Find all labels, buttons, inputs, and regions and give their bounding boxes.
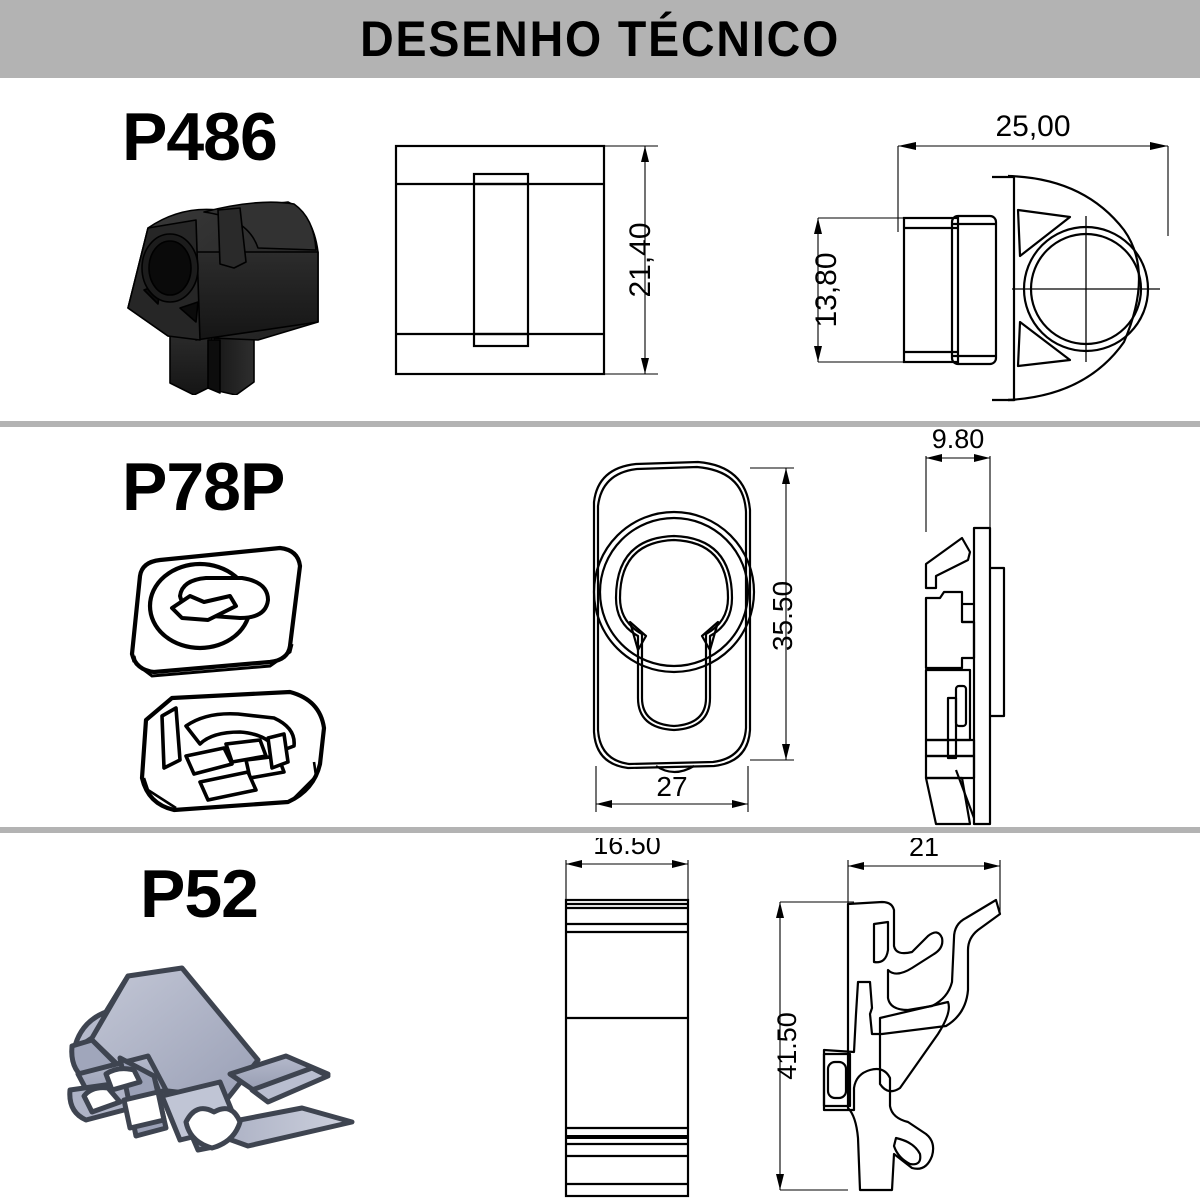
dimension-label-3550: 35.50 (767, 581, 798, 651)
part-code-p78p: P78P (122, 449, 285, 525)
drawing-p78p-side-view: 9.80 (900, 428, 1100, 828)
model-render-p486 (108, 190, 338, 395)
section-divider-1 (0, 421, 1200, 427)
page-title: DESENHO TÉCNICO (359, 11, 841, 67)
dimension-label-27: 27 (656, 771, 687, 802)
drawing-p486-side-view: 25,00 13,80 (786, 104, 1196, 404)
header-banner: DESENHO TÉCNICO (0, 0, 1200, 78)
dimension-label-1650: 16.50 (593, 838, 661, 860)
dimension-label-980: 9.80 (932, 428, 985, 454)
dimension-label-21: 21 (909, 838, 939, 862)
model-render-p78p-top (112, 538, 332, 678)
dimension-label-2500: 25,00 (995, 110, 1070, 143)
section-divider-2 (0, 827, 1200, 833)
drawing-p52-profile-view: 21 41.50 (762, 838, 1192, 1200)
dimension-label-1380: 13,80 (810, 252, 843, 327)
model-render-p78p-bottom (128, 686, 338, 816)
drawing-p486-front-view: 21,40 (386, 136, 696, 386)
drawing-p52-front-view: 16.50 (528, 838, 728, 1200)
dimension-label-2140: 21,40 (624, 222, 657, 297)
model-render-p52 (62, 950, 382, 1160)
part-code-p486: P486 (122, 99, 278, 175)
dimension-label-4150: 41.50 (772, 1012, 802, 1080)
drawing-p78p-front-view: 35.50 27 (498, 440, 868, 822)
part-code-p52: P52 (140, 856, 259, 932)
